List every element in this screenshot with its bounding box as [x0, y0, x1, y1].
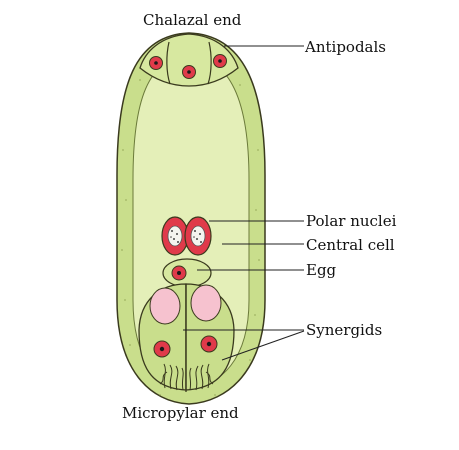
egg-apparatus	[138, 258, 235, 392]
label-chalazal-end: Chalazal end	[143, 11, 242, 29]
label-polar-nuclei: Polar nuclei	[306, 212, 397, 230]
leader-synergid-2	[221, 330, 305, 361]
polar-nuclei	[161, 216, 212, 256]
label-antipodals: Antipodals	[305, 38, 386, 56]
filiform-apparatus	[159, 363, 214, 391]
wall-texture	[121, 79, 260, 396]
label-central-cell: Central cell	[306, 236, 395, 254]
label-egg: Egg	[306, 261, 337, 279]
label-micropylar-end: Micropylar end	[122, 404, 239, 422]
egg-cell	[162, 258, 212, 288]
label-synergids: Synergids	[306, 321, 383, 339]
leader-lines	[183, 45, 305, 361]
antipodal-cells	[139, 33, 239, 87]
